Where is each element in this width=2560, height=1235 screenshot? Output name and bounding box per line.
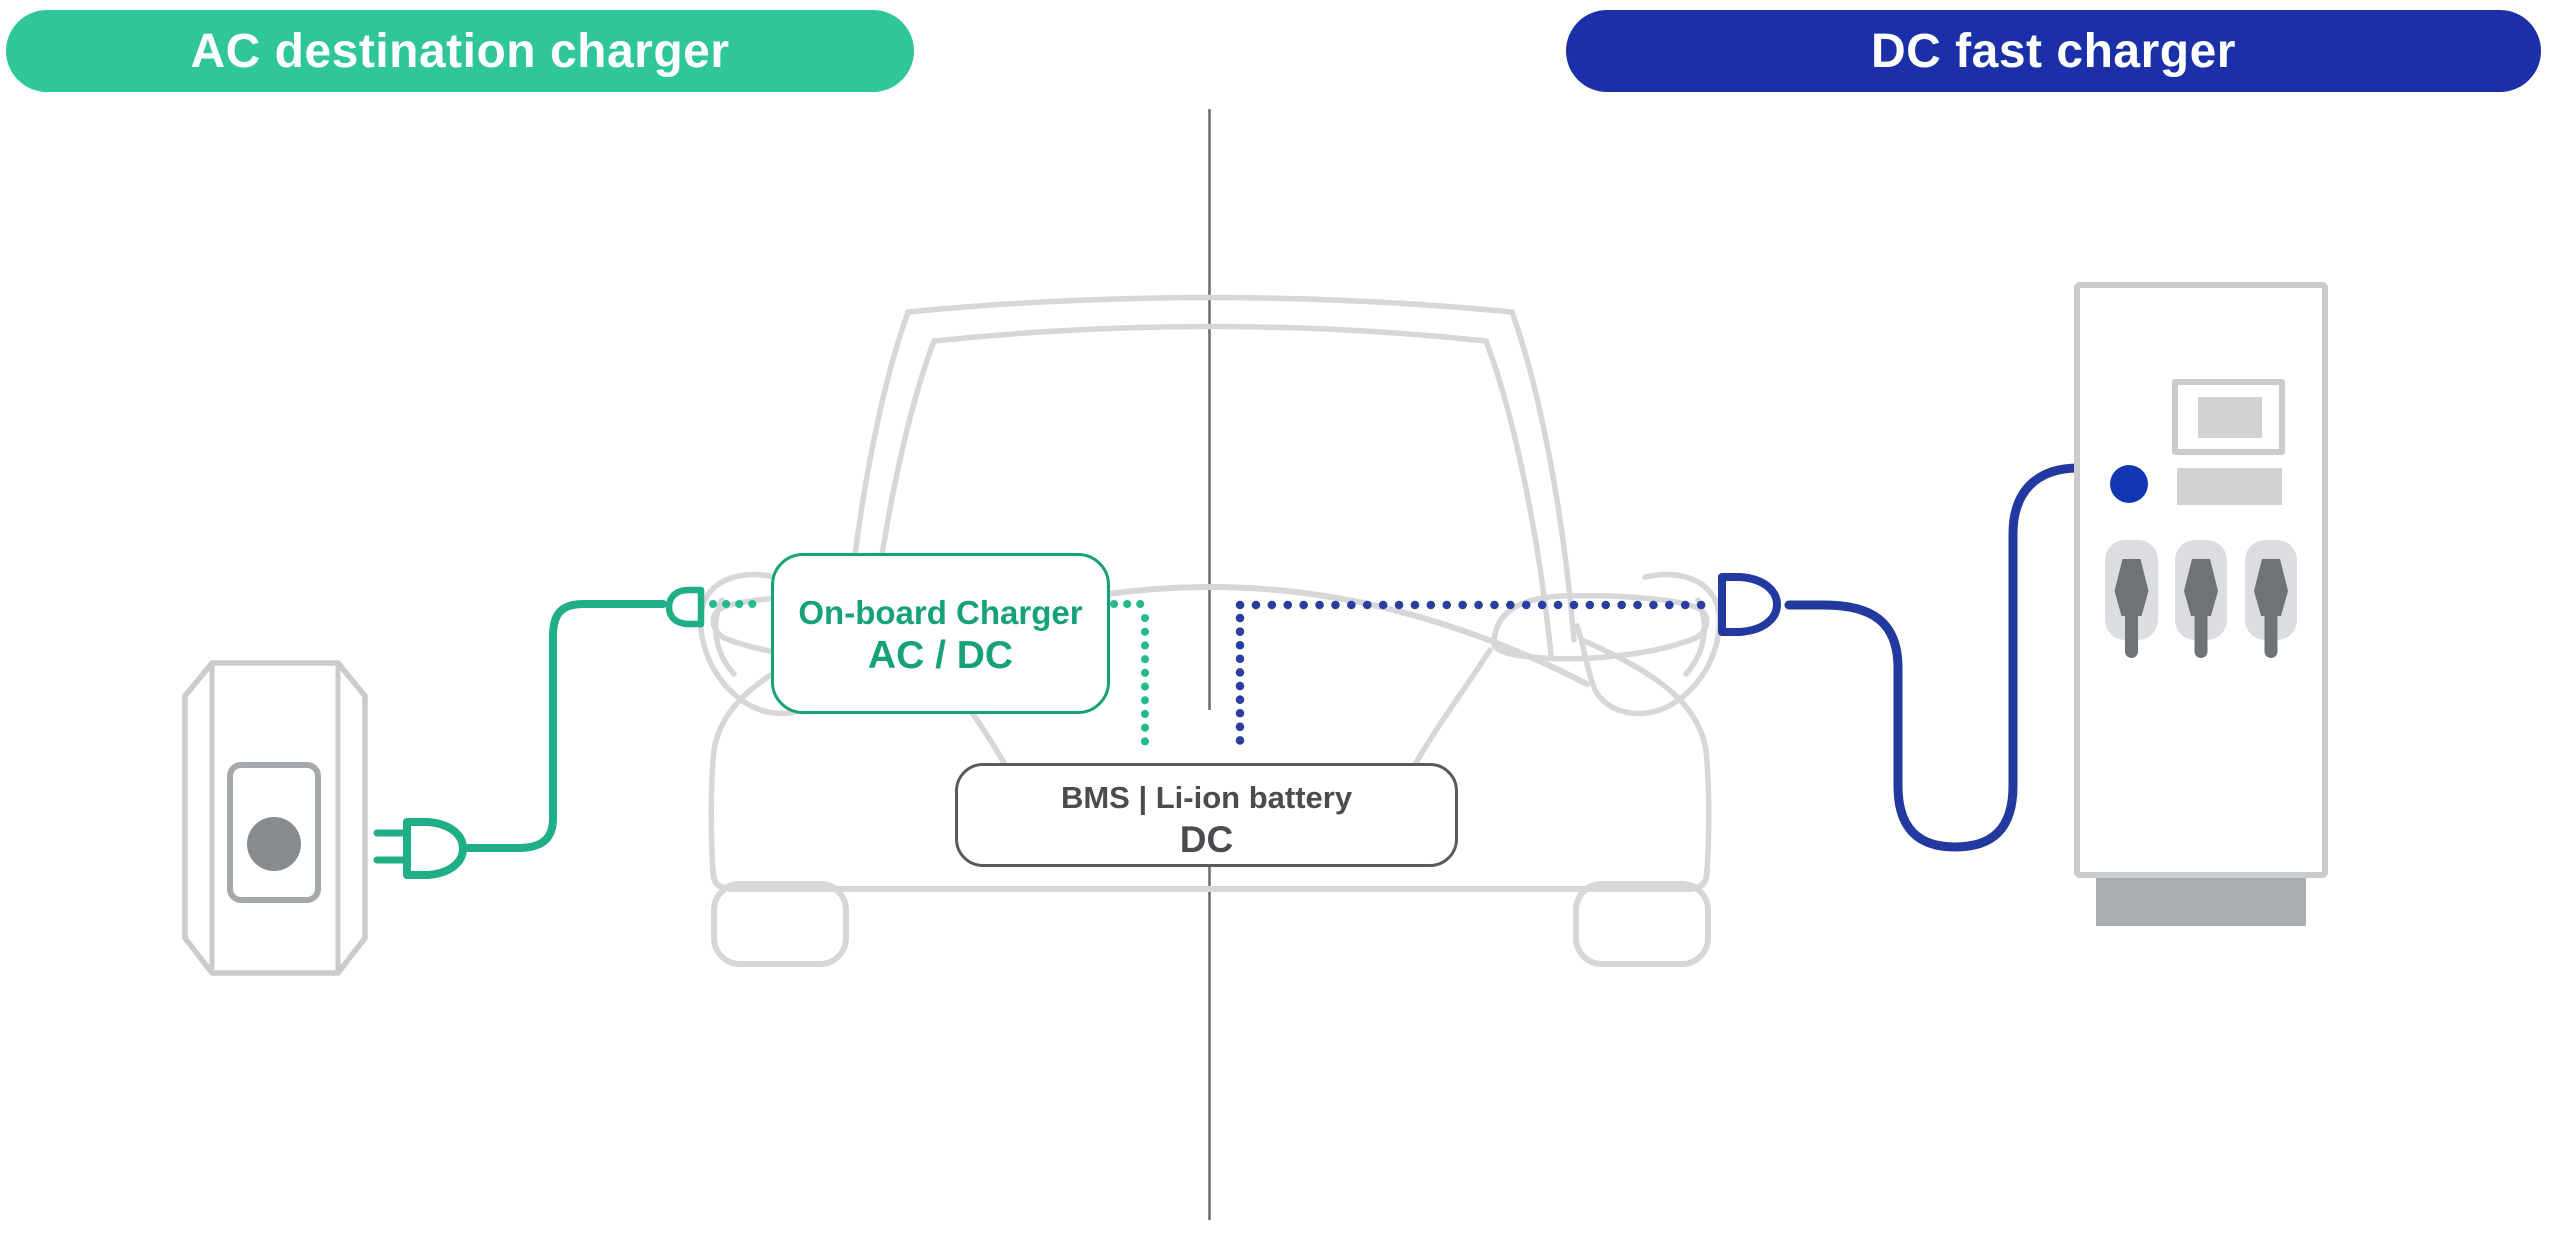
battery-title: BMS | Li-ion battery: [1060, 780, 1353, 815]
dc-dotted-flow: [1235, 600, 1719, 758]
ac-charging-cable: [464, 600, 667, 852]
battery-box: BMS | Li-ion battery DC: [955, 763, 1458, 867]
station-indicator-light: [2110, 465, 2148, 503]
ac-dotted-flow: [709, 600, 1157, 757]
onboard-charger-box: On-board Charger AC / DC: [771, 553, 1110, 714]
station-plug-icon: [2114, 559, 2149, 616]
ac-charging-path: [373, 586, 1157, 879]
dc-fast-charger-badge: DC fast charger: [1566, 10, 2541, 92]
dc-charging-cable: [1784, 463, 2081, 852]
car-bumper: [710, 867, 1710, 892]
station-plug-icon: [2254, 559, 2288, 616]
battery-current-type: DC: [1179, 819, 1234, 860]
dc-station-icon: [2074, 282, 2328, 926]
station-card-reader: [2177, 468, 2282, 505]
car-mirror-right: [1574, 571, 1723, 717]
station-screen-display: [2198, 397, 2262, 438]
station-plug-icon: [2184, 559, 2218, 616]
car-wheel-left: [711, 881, 849, 967]
station-plug-stem-3: [2264, 608, 2278, 658]
station-screen-icon: [2172, 379, 2285, 455]
car-side-right: [1579, 637, 1712, 877]
car-headlight-right: [1491, 592, 1710, 662]
wallbox-socket-panel: [227, 762, 321, 903]
station-plug-stem-1: [2125, 608, 2138, 658]
dc-charging-path: [1235, 463, 2081, 852]
car-roof-inner: [931, 323, 1489, 344]
onboard-charger-conversion: AC / DC: [867, 634, 1014, 677]
plug-head: [403, 818, 467, 879]
onboard-charger-title: On-board Charger: [798, 594, 1083, 631]
dc-badge-label: DC fast charger: [1871, 24, 2236, 78]
car-dc-inlet-icon: [1718, 573, 1781, 636]
station-plug-stem-2: [2194, 608, 2208, 658]
wallbox-plug-icon: [373, 818, 467, 879]
car-outline-icon: [697, 294, 1723, 967]
ac-destination-charger-badge: AC destination charger: [6, 10, 914, 92]
wallbox-socket-button: [247, 817, 301, 871]
ac-badge-label: AC destination charger: [190, 24, 730, 78]
wallbox-charger-icon: [182, 660, 368, 976]
car-a-pillar-right-outer: [1509, 309, 1577, 643]
car-wheel-right: [1573, 881, 1711, 967]
car-ac-inlet-icon: [665, 586, 705, 628]
car-hood-crease-right: [1413, 647, 1493, 766]
car-a-pillar-right-inner: [1483, 338, 1554, 658]
car-roof-outer: [905, 294, 1515, 315]
station-base: [2096, 878, 2306, 926]
station-plug-holsters: [2105, 540, 2297, 658]
